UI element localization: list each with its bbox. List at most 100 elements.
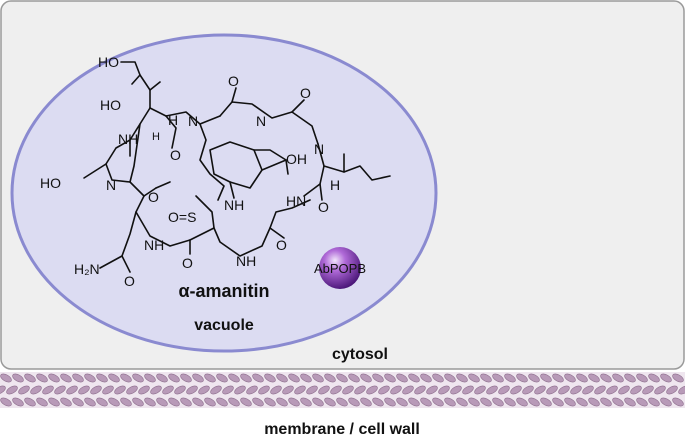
membrane-unit	[492, 397, 504, 407]
membrane-unit	[456, 373, 468, 383]
membrane-unit	[504, 397, 516, 407]
membrane-unit	[84, 373, 96, 383]
membrane-unit	[288, 397, 300, 407]
membrane-unit	[228, 397, 240, 407]
atom-n-proline: N	[106, 177, 116, 193]
membrane-unit	[444, 397, 456, 407]
membrane-unit	[312, 397, 324, 407]
membrane-unit	[366, 385, 378, 395]
membrane-unit	[672, 373, 684, 383]
membrane-unit	[336, 397, 348, 407]
atom-so: O=S	[168, 209, 196, 225]
membrane-unit	[282, 385, 294, 395]
membrane-unit	[600, 397, 612, 407]
membrane-unit	[588, 397, 600, 407]
membrane-unit	[84, 397, 96, 407]
membrane-unit	[306, 385, 318, 395]
membrane-unit	[552, 373, 564, 383]
membrane-unit	[348, 373, 360, 383]
membrane-unit	[258, 385, 270, 395]
membrane-unit	[426, 385, 438, 395]
membrane-unit	[24, 397, 36, 407]
membrane-unit	[486, 385, 498, 395]
membrane-unit	[30, 385, 42, 395]
membrane-unit	[414, 385, 426, 395]
membrane-unit	[216, 397, 228, 407]
membrane-unit	[36, 397, 48, 407]
membrane-unit	[144, 397, 156, 407]
membrane-unit	[12, 373, 24, 383]
membrane-unit	[270, 385, 282, 395]
membrane-unit	[330, 385, 342, 395]
membrane-unit	[246, 385, 258, 395]
atom-h2n: H₂N	[74, 261, 100, 277]
membrane-unit	[132, 397, 144, 407]
membrane-unit	[324, 397, 336, 407]
probe-sphere	[319, 247, 361, 289]
atom-n-top: N	[188, 113, 198, 129]
membrane-unit	[294, 385, 306, 395]
membrane-unit	[48, 373, 60, 383]
membrane-unit	[342, 385, 354, 395]
atom-ho-top: HO	[98, 54, 119, 70]
membrane-unit	[546, 385, 558, 395]
membrane-unit	[216, 373, 228, 383]
membrane-unit	[138, 385, 150, 395]
membrane-unit	[396, 397, 408, 407]
membrane-unit	[54, 385, 66, 395]
atom-labels: HO HO NH H O HO N O NH H₂N O O O=S NH O …	[40, 54, 340, 289]
membrane-unit	[408, 373, 420, 383]
membrane-unit	[180, 373, 192, 383]
atom-n-top-right: N	[256, 113, 266, 129]
membrane-unit	[174, 385, 186, 395]
membrane-unit	[204, 397, 216, 407]
vacuole-label: vacuole	[194, 317, 254, 334]
membrane-unit	[516, 373, 528, 383]
membrane-unit	[636, 373, 648, 383]
membrane-unit	[264, 373, 276, 383]
membrane-unit	[492, 373, 504, 383]
membrane-unit	[24, 373, 36, 383]
membrane-unit	[276, 397, 288, 407]
membrane-unit	[42, 385, 54, 395]
membrane-unit	[120, 397, 132, 407]
membrane-unit	[300, 397, 312, 407]
membrane-unit	[432, 373, 444, 383]
membrane-unit	[396, 373, 408, 383]
membrane-unit	[0, 397, 12, 407]
membrane-unit	[498, 385, 510, 395]
membrane-unit	[192, 373, 204, 383]
membrane-unit	[168, 397, 180, 407]
compound-label: α-amanitin	[178, 281, 269, 301]
membrane-unit	[522, 385, 534, 395]
membrane-unit	[90, 385, 102, 395]
membrane-unit	[504, 373, 516, 383]
membrane-unit	[648, 373, 660, 383]
membrane-unit	[468, 397, 480, 407]
membrane-unit	[66, 385, 78, 395]
membrane-unit	[420, 373, 432, 383]
membrane-unit	[576, 397, 588, 407]
membrane-unit	[264, 397, 276, 407]
membrane-unit	[540, 373, 552, 383]
membrane-unit	[78, 385, 90, 395]
membrane-unit	[408, 397, 420, 407]
atom-hn-right: HN	[286, 193, 306, 209]
membrane-unit	[162, 385, 174, 395]
membrane-unit	[360, 373, 372, 383]
membrane-unit	[540, 397, 552, 407]
membrane-unit	[288, 373, 300, 383]
membrane-unit	[612, 397, 624, 407]
membrane-unit	[156, 373, 168, 383]
atom-o-left-carbonyl: O	[170, 147, 181, 163]
probe-label: AbPOPB	[314, 261, 366, 276]
membrane-unit	[240, 397, 252, 407]
membrane-unit	[204, 373, 216, 383]
membrane-unit	[618, 385, 630, 395]
membrane-unit	[354, 385, 366, 395]
alpha-amanitin-structure	[83, 61, 391, 273]
membrane-unit	[228, 373, 240, 383]
membrane-unit	[324, 373, 336, 383]
membrane-unit	[636, 397, 648, 407]
